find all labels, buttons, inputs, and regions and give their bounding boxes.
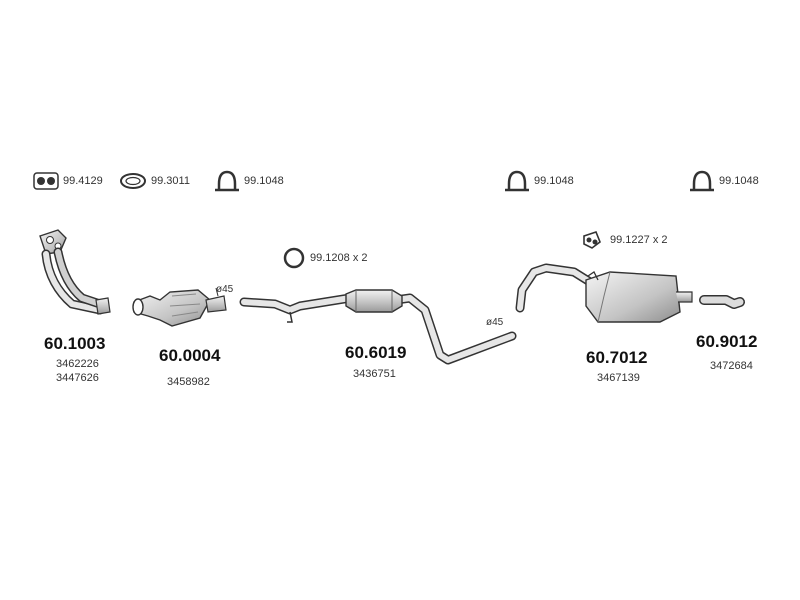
front-pipe-60-1003 [39,229,111,315]
tail-pipe-60-9012 [699,295,745,309]
part-number-3: 60.6019 [345,343,407,362]
catalytic-converter-60-0004 [132,287,227,327]
diameter-label-2: ø45 [486,317,504,328]
part-ref-2a: 3458982 [167,376,210,388]
part-number-2: 60.0004 [159,346,221,365]
accessory-label-ring: 99.1208 x 2 [310,252,368,264]
part-number-1: 60.1003 [44,334,106,353]
rubber-hanger-icon [583,231,601,249]
accessory-label-gasket: 99.4129 [63,175,103,187]
part-ref-4a: 3467139 [597,372,640,384]
gasket-icon [33,172,59,190]
diameter-label-1: ø45 [216,284,234,295]
accessory-label-ring-gasket: 99.3011 [151,175,190,187]
intermediate-pipe-60-6019 [239,289,517,365]
clamp-icon-1 [215,170,239,192]
part-ref-1b: 3447626 [56,372,99,384]
rear-silencer-60-7012 [515,263,693,323]
clamp-icon-2 [505,170,529,192]
accessory-label-clamp-3: 99.1048 [719,175,759,187]
part-ref-5a: 3472684 [710,360,753,372]
clamp-icon-3 [690,170,714,192]
ring-gasket-icon [120,173,146,189]
part-number-5: 60.9012 [696,332,758,351]
accessory-label-clamp-1: 99.1048 [244,175,284,187]
part-number-4: 60.7012 [586,348,648,367]
accessory-label-clamp-2: 99.1048 [534,175,574,187]
part-ref-3a: 3436751 [353,368,396,380]
ring-icon [283,247,305,269]
part-ref-1a: 3462226 [56,358,99,370]
accessory-label-hanger: 99.1227 x 2 [610,234,668,246]
